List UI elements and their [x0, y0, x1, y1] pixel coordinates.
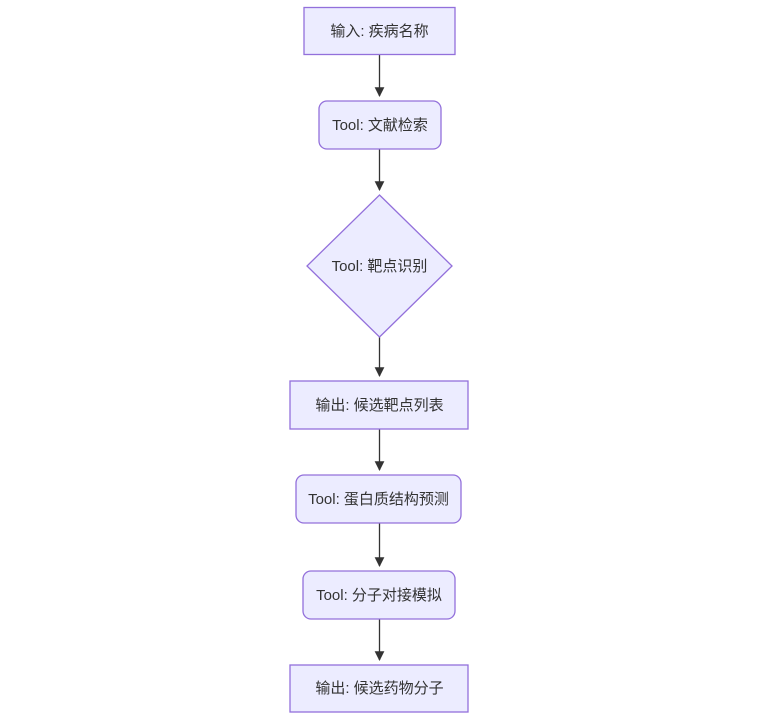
node-candidate-drug-molecules: 输出: 候选药物分子	[289, 664, 469, 713]
node-input-disease-label: 输入: 疾病名称	[330, 23, 428, 40]
node-candidate-target-list-label: 输出: 候选靶点列表	[315, 397, 443, 414]
node-target-identification: Tool: 靶点识别	[306, 194, 453, 338]
node-protein-structure-prediction-shape	[295, 474, 462, 524]
node-protein-structure-prediction: Tool: 蛋白质结构预测	[295, 474, 462, 524]
node-input-disease: 输入: 疾病名称	[303, 6, 456, 56]
node-candidate-drug-molecules-shape	[289, 664, 469, 713]
node-candidate-target-list-shape	[289, 380, 469, 430]
node-input-disease-shape	[303, 6, 456, 56]
node-protein-structure-prediction-label: Tool: 蛋白质结构预测	[308, 491, 449, 508]
node-literature-search-shape	[318, 100, 442, 150]
node-candidate-target-list: 输出: 候选靶点列表	[289, 380, 469, 430]
node-molecular-docking-shape	[302, 570, 456, 620]
node-literature-search: Tool: 文献检索	[318, 100, 442, 150]
node-candidate-drug-molecules-label: 输出: 候选药物分子	[315, 680, 443, 697]
node-molecular-docking-label: Tool: 分子对接模拟	[316, 587, 442, 604]
node-molecular-docking: Tool: 分子对接模拟	[302, 570, 456, 620]
node-literature-search-label: Tool: 文献检索	[332, 117, 428, 134]
node-target-identification-shape	[306, 194, 453, 338]
node-target-identification-label: Tool: 靶点识别	[332, 258, 428, 275]
